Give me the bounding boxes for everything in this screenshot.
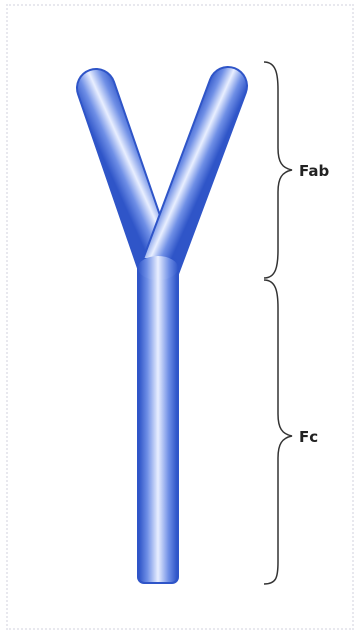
fab-label: Fab: [299, 162, 329, 180]
fc-brace: [264, 280, 292, 584]
right-fab-arm: [160, 86, 228, 268]
hinge-region: [138, 256, 178, 280]
fab-brace: [264, 62, 292, 278]
fc-label: Fc: [299, 428, 318, 446]
left-fab-arm: [96, 88, 158, 268]
fc-stem: [137, 258, 179, 584]
